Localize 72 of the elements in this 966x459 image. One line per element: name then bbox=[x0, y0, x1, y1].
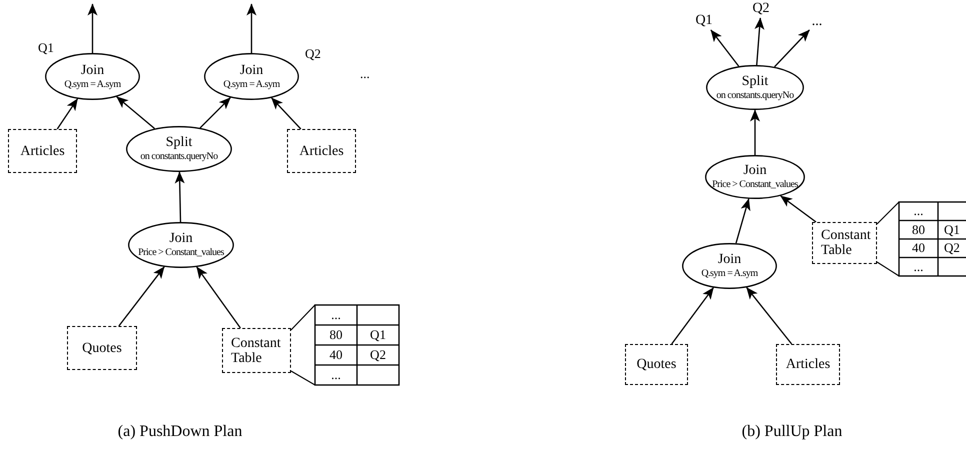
arrow bbox=[746, 287, 792, 344]
table-cell-text: Q2 bbox=[944, 240, 960, 256]
figure-caption: (a) PushDown Plan bbox=[118, 423, 242, 441]
relation-name: Articles bbox=[299, 144, 344, 158]
output-label: Q1 bbox=[693, 12, 715, 30]
relation-box bbox=[222, 328, 291, 373]
operator-ellipse bbox=[705, 155, 805, 199]
table-cell-text: Q2 bbox=[370, 347, 386, 363]
operator-name: Join bbox=[743, 163, 767, 179]
arrow bbox=[196, 266, 241, 328]
operator-ellipse bbox=[128, 222, 234, 268]
arrow bbox=[174, 172, 185, 222]
table-cell-text: Q1 bbox=[370, 327, 386, 343]
relation-box bbox=[8, 129, 77, 173]
relation-name: Constant Table bbox=[821, 228, 871, 258]
table-cell-text: ... bbox=[914, 203, 924, 220]
operator-ellipse bbox=[706, 65, 804, 110]
arrow bbox=[56, 98, 78, 130]
arrow bbox=[735, 198, 750, 244]
arrow bbox=[271, 97, 302, 130]
arrow bbox=[774, 30, 810, 68]
operator-ellipse bbox=[126, 126, 232, 172]
relation-name: Articles bbox=[20, 144, 65, 158]
table-cell-text: ... bbox=[331, 367, 341, 383]
arrow bbox=[754, 18, 764, 66]
operator-name: Join bbox=[240, 62, 264, 78]
figure-caption: (b) PullUp Plan bbox=[742, 423, 842, 441]
relation-name: Quotes bbox=[636, 357, 676, 372]
query-label: Q2 bbox=[305, 46, 321, 62]
operator-ellipse bbox=[45, 53, 140, 100]
operator-condition: Q.sym = A.sym bbox=[223, 78, 280, 90]
operator-condition: Price > Constant_values bbox=[712, 179, 798, 191]
relation-box bbox=[287, 129, 356, 173]
relation-box bbox=[67, 326, 137, 370]
ellipsis-label: ... bbox=[360, 66, 370, 82]
operator-condition: Q.sym = A.sym bbox=[701, 268, 758, 280]
arrow bbox=[750, 110, 760, 155]
arrow bbox=[88, 4, 98, 53]
output-label: ... bbox=[807, 14, 827, 30]
operator-name: Join bbox=[718, 252, 742, 268]
operator-condition: on constants.queryNo bbox=[716, 90, 794, 102]
operator-condition: Price > Constant_values bbox=[138, 247, 224, 259]
table-cell-text: Q1 bbox=[944, 222, 960, 238]
relation-name: Constant Table bbox=[231, 336, 281, 366]
relation-box bbox=[625, 344, 688, 385]
table-cell-text: 40 bbox=[912, 240, 925, 256]
relation-name: Articles bbox=[786, 357, 830, 372]
arrow bbox=[118, 266, 165, 326]
table-cell-text: ... bbox=[331, 307, 341, 323]
operator-name: Split bbox=[742, 74, 768, 90]
arrow bbox=[116, 96, 156, 130]
operator-ellipse bbox=[204, 53, 299, 100]
output-label: Q2 bbox=[750, 0, 772, 18]
table-cell-text: 80 bbox=[912, 222, 925, 238]
table-cell-text: 40 bbox=[330, 347, 342, 363]
operator-condition: Q.sym = A.sym bbox=[64, 78, 121, 90]
table-cell-text: ... bbox=[914, 258, 924, 275]
arrow bbox=[200, 97, 231, 128]
relation-box bbox=[812, 222, 877, 264]
arrow bbox=[780, 195, 816, 223]
table-cell-text: 80 bbox=[330, 327, 342, 343]
arrow bbox=[246, 4, 256, 53]
operator-ellipse bbox=[682, 243, 777, 289]
operator-name: Join bbox=[169, 231, 193, 247]
operator-name: Split bbox=[166, 135, 192, 151]
operator-condition: on constants.queryNo bbox=[140, 151, 218, 163]
relation-name: Quotes bbox=[82, 340, 122, 356]
operator-name: Join bbox=[80, 62, 104, 78]
query-label: Q1 bbox=[38, 40, 54, 56]
arrow bbox=[710, 30, 740, 67]
relation-box bbox=[776, 344, 840, 385]
arrow bbox=[671, 287, 714, 344]
